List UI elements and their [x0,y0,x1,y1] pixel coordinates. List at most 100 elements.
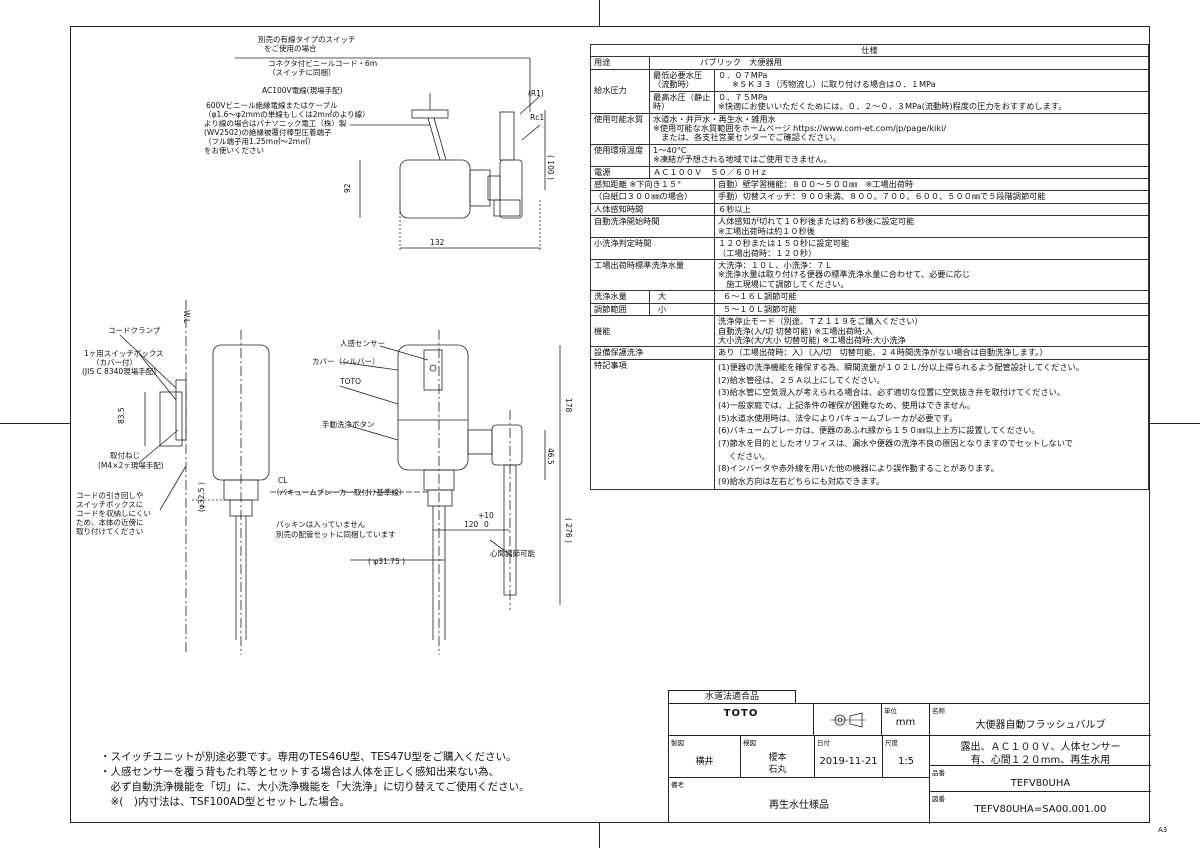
dwg-caption: 図番 [932,795,945,803]
cord-note-2: （スイッチに同梱） [268,67,336,77]
cable-note-2: （φ1.6～φ2mmの単線もしくは2m㎡のより線） [204,109,370,119]
unit-cell: 単位 mm [882,704,930,736]
product-name: 大便器自動フラッシュバルブ [975,720,1106,731]
cl-label: CL [278,476,288,485]
title-block: TOTO 単位 mm 名称 大便器自動フラッシュバルブ 製図 横井 検図 榎本 … [668,703,1151,824]
front-cord-note-5: 取り付けてください [76,526,143,536]
drawing-number: TEFV80UHA=SA00.001.00 [974,804,1107,815]
spec-key: 使用環境温度 [590,143,650,167]
spec-sub: 大 [649,290,715,304]
union-side [467,429,493,455]
dim-120: 120 [464,520,479,529]
spec-value: あり（工場出荷時：入）（入/切 切替可能、２４時間洗浄がない場合は自動洗浄します… [714,346,1149,360]
switch-box-2: （カバー付） [92,357,137,367]
spec-key: 機能 [590,315,715,348]
sensor-label: 人感センサー [340,338,385,348]
valve-neck-top [469,169,491,207]
remark-value: 再生水仕様品 [769,800,829,811]
part-number: TEFV80UHA [1010,778,1071,789]
cord-clamp-label: コードクランプ [108,326,161,335]
switch-note-2: をご使用の場合 [264,43,317,53]
front-view [119,300,270,655]
note-line: ・スイッチユニットが別途必要です。専用のTES46U型、TES47U型をご購入く… [100,751,517,763]
date-caption: 日付 [817,739,830,747]
scale-caption: 尺度 [885,739,898,747]
cable-note-5: （フル端子用1.25m㎡～2m㎡） [204,136,315,146]
toto-logo: TOTO [723,708,759,719]
spec-sub: 最高水圧（静止時） [649,90,715,114]
dim-31-75: ( φ31.75 ) [368,557,405,566]
side-view [270,330,561,655]
remark-caption: 備考 [671,781,684,789]
wl-label: W.L [182,310,191,324]
remark-cell: 備考 再生水仕様品 [669,778,930,824]
spec-value: 水道水・井戸水・再生水・雑用水※使用可能な水質範囲をホームページ https:/… [649,112,1149,145]
spec-key: 設備保護洗浄 [590,346,715,360]
spec-value: 大洗浄：１０Ｌ、小洗浄：７Ｌ※洗浄水量は取り付ける便器の標準洗浄水量に合わせて、… [714,259,1149,292]
spec-value: ＡＣ１００Ｖ ５０／６０Ｈｚ [649,165,1149,180]
front-cord-note-3: コードを収納しにくい [76,508,151,518]
spec-key: 給水圧力 [590,68,650,114]
front-cord-note-2: スイッチボックスに [76,500,143,509]
packing-note-1: パッキンは入っていません [276,520,366,529]
crop-mark-left [0,423,70,424]
stop-valve-top [499,159,523,219]
spec-sub: 最低必要水圧（流動時） [649,68,715,92]
switch-box-body [159,391,183,447]
mount-screw-1: 取付ねじ [110,450,140,460]
dwg-cell: 図番 TEFV80UHA=SA00.001.00 [930,792,1151,824]
date-cell: 日付 2019-11-21 [815,736,883,778]
drawing-frame [70,26,1150,823]
spec-key: 小洗浄判定時間 [590,237,715,261]
spec-value: １２０秒または１５０秒に設定可能（工場出荷時：１２０秒） [714,237,1149,261]
drawn-cell: 製図 横井 [669,736,741,778]
cable-note-4: (WV2502)の絶縁被覆付棒型圧着端子 [204,127,332,137]
crop-mark-bottom [599,823,600,848]
spec-key: 洗浄水量 [590,290,650,304]
cover-label: カバー（シルバー） [312,357,380,366]
cable-note-3: より線の場合はパナソニック電工（株）製 [204,118,347,128]
name-caption: 名称 [932,707,945,715]
note-line: ※( )内寸法は、TSF100AD型とセットした場合。 [100,796,350,808]
switch-box-1: 1ヶ用スイッチボックス [84,349,164,358]
dim-plus10: +10 [478,511,494,520]
spec-value: ６秒以上 [714,202,1149,217]
logo-cell: TOTO [669,704,814,736]
valve-body-top [399,159,471,219]
nut-side [427,489,453,507]
unit-value: mm [895,717,916,728]
spec-key: 用途 [590,56,650,70]
scale-value: 1:5 [897,756,915,767]
spec-value: ５～１０Ｌ調節可能 [714,302,1149,317]
name-cell: 名称 大便器自動フラッシュバルブ [930,704,1151,736]
dim-92: 92 [343,183,352,193]
spec-value: 1～40°C※凍結が予想される地域ではご使用できません。 [649,143,1149,167]
cable-note-6: をお使いください [204,145,264,155]
spec-sub: 小 [649,302,715,317]
spec-key: 人体感知時間 [590,202,715,217]
spec-title: 仕様 [590,43,1149,58]
dim-32-5: (φ32.5 ) [197,482,206,512]
note-line: ・人感センサーを覆う背もたれ等とセットする場合は人体を正しく感知出来ない為、 [100,766,499,778]
general-notes: ・スイッチユニットが別途必要です。専用のTES46U型、TES47U型をご購入く… [100,750,530,810]
drawn-by: 横井 [695,757,714,767]
spec-value: ０．７５MPa※快適にお使いいただくためには、０．２～０．３MPa(流動時)程度… [714,90,1149,114]
projection-symbol-icon [830,712,866,728]
check-cell: 検図 榎本 石丸 [741,736,815,778]
projection-cell [814,704,882,736]
spec-key: 特記事項 [590,358,715,490]
vacuum-note: （バキュームブレーカー取付け基準線） [272,487,406,497]
switch-box-cover [175,379,187,441]
switch-box-3: (JIS C 8340現場手配) [82,366,156,376]
spec-table: 仕様 用途 パブリック 大便器用 給水圧力 最低必要水圧（流動時） ０．０７MP… [590,43,1149,490]
spec-key: 調節範囲 [590,302,650,317]
rc1-label: Rc1 [530,113,544,122]
checker-1: 榎本 [768,753,787,763]
dim-46-5: 46.5 [546,448,555,465]
mount-screw-2: (M4×2ヶ現場手配) [98,460,164,470]
top-view [235,57,546,250]
spec-value: ０．０７MPa※ＳＫ３３（汚物流し）に取り付ける場合は０．１MPa [714,68,1149,92]
note-line: 必ず自動洗浄機能を「切」に、大小洗浄機能を「大洗浄」に切り替えてご使用ください。 [100,781,530,793]
check-caption: 検図 [743,739,756,747]
